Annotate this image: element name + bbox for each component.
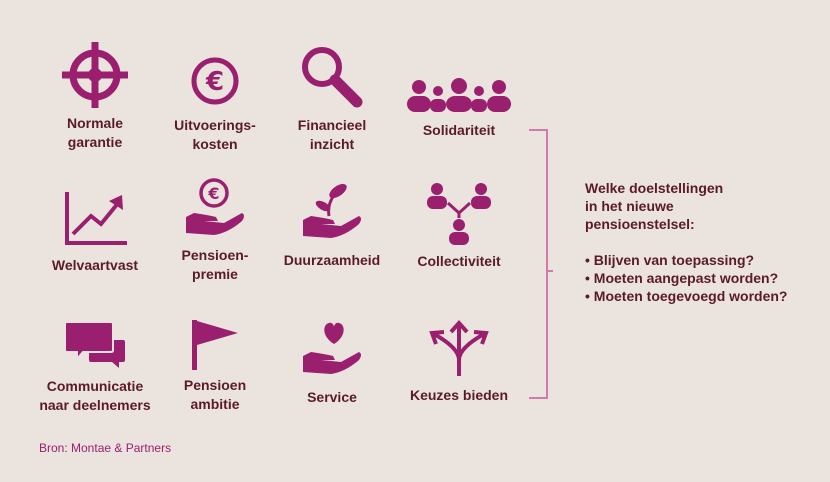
item-label: Pensioen ambitie xyxy=(183,377,247,412)
item-duurzaamheid: Duurzaamheid xyxy=(267,182,397,270)
item-keuzes-bieden: Keuzes bieden xyxy=(394,320,524,405)
question-panel: Welke doelstellingen in het nieuwe pensi… xyxy=(585,179,787,305)
item-communicatie: Communicatie naar deelnemers xyxy=(30,322,160,415)
svg-text:€: € xyxy=(207,184,219,203)
item-label: Keuzes bieden xyxy=(409,387,509,403)
item-uitvoeringskosten: € Uitvoerings- kosten xyxy=(150,56,280,154)
item-collectiviteit: Collectiviteit xyxy=(394,181,524,271)
source-note: Bron: Montae & Partners xyxy=(39,441,172,455)
item-label: Service xyxy=(307,389,357,405)
option-item: Blijven van toepassing? xyxy=(585,251,787,269)
question-text: Welke doelstellingen in het nieuwe pensi… xyxy=(585,180,724,232)
flag-icon xyxy=(192,320,238,370)
people-group-icon xyxy=(407,78,511,112)
item-label: Financieel inzicht xyxy=(297,117,367,152)
hand-heart-icon xyxy=(303,322,361,374)
item-financieel-inzicht: Financieel inzicht xyxy=(267,44,397,154)
growth-chart-icon xyxy=(65,192,127,245)
item-pensioen-ambitie: Pensioen ambitie xyxy=(150,320,280,414)
magnifier-icon xyxy=(302,47,363,108)
branch-arrows-icon xyxy=(429,320,489,376)
item-label: Welvaartvast xyxy=(51,257,139,273)
item-label: Uitvoerings- kosten xyxy=(174,117,256,152)
item-label: Pensioen- premie xyxy=(181,247,249,282)
option-item: Moeten toegevoegd worden? xyxy=(585,287,788,305)
item-normale-garantie: Normale garantie xyxy=(30,42,160,152)
item-label: Communicatie naar deelnemers xyxy=(39,378,151,413)
svg-text:€: € xyxy=(205,67,224,97)
item-label: Normale garantie xyxy=(66,115,124,150)
item-pensioenpremie: € Pensioen- premie xyxy=(150,177,280,284)
item-welvaartvast: Welvaartvast xyxy=(30,190,160,275)
euro-coin-icon: € xyxy=(191,57,239,105)
option-item: Moeten aangepast worden? xyxy=(585,269,787,287)
speech-bubbles-icon xyxy=(65,322,125,368)
hand-euro-icon: € xyxy=(186,178,244,235)
item-service: Service xyxy=(267,320,397,407)
item-label: Duurzaamheid xyxy=(283,252,381,268)
hand-plant-icon xyxy=(303,183,361,238)
item-solidariteit: Solidariteit xyxy=(394,78,524,140)
item-label: Collectiviteit xyxy=(417,253,501,269)
network-people-icon xyxy=(427,183,491,245)
bracket xyxy=(529,129,553,399)
item-label: Solidariteit xyxy=(422,122,496,138)
options-list: Blijven van toepassing? Moeten aangepast… xyxy=(585,251,788,305)
target-icon xyxy=(62,42,128,108)
